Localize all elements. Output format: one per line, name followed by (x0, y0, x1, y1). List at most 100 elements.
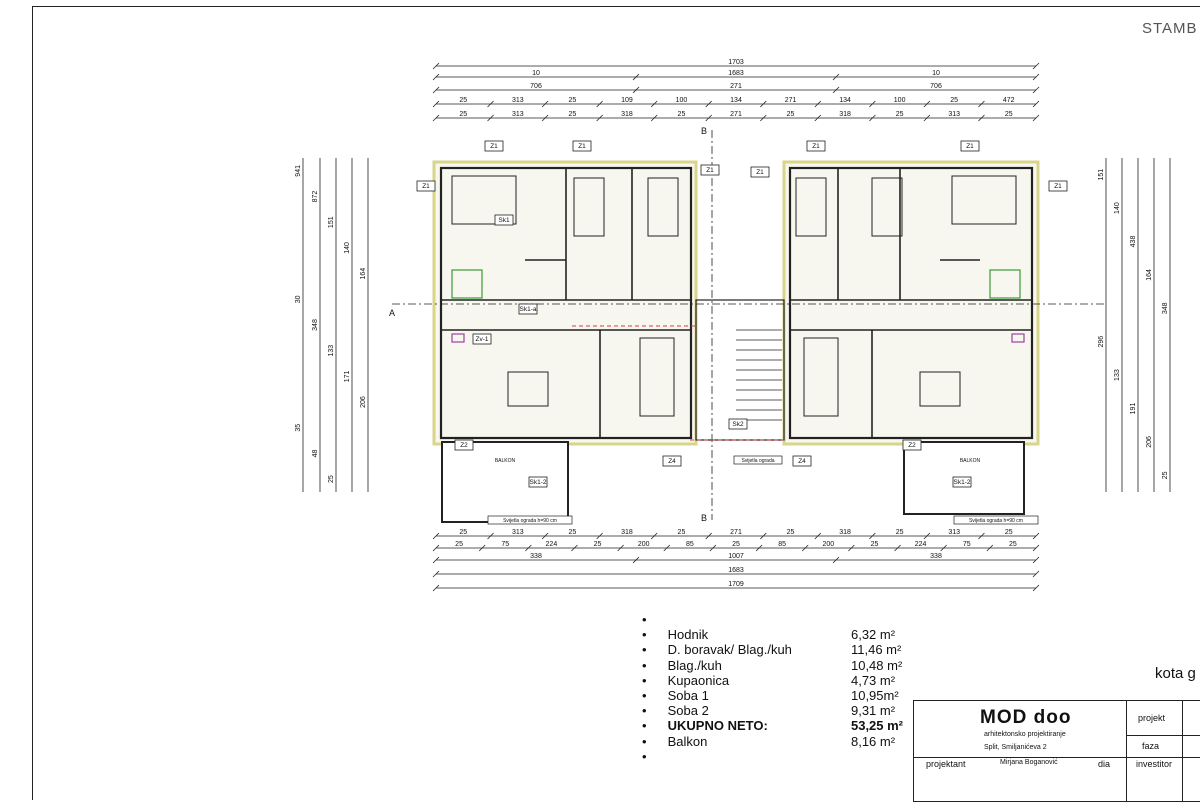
dimension-label: 25 (594, 541, 602, 548)
bed-furniture (795, 177, 827, 237)
window-tag-box (416, 180, 436, 192)
dimension-label: 706 (530, 83, 542, 90)
dimension-tick (978, 532, 985, 540)
dimension-tick (1032, 556, 1040, 564)
bullet-icon: • (642, 733, 647, 749)
dimension-tick (650, 100, 658, 108)
dining-table (919, 371, 961, 407)
area-name: Blag./kuh (667, 657, 722, 673)
dimension-tick (705, 114, 713, 122)
section-a-label: A (389, 308, 395, 318)
dimension-label: 338 (930, 553, 942, 560)
window-tag-label: Z1 (756, 169, 764, 176)
bullet-icon: • (642, 703, 647, 719)
dimension-tick (1032, 62, 1040, 70)
dimension-label: 1703 (728, 59, 744, 66)
dimension-label: 25 (678, 111, 686, 118)
window-tag-box (494, 214, 514, 226)
dimension-label: 25 (678, 529, 686, 536)
dimension-tick (541, 100, 549, 108)
dimension-tick (759, 532, 767, 540)
title-block-divider (1126, 701, 1127, 801)
faza-label: faza (1142, 741, 1160, 751)
area-name: D. boravak/ Blag./kuh (667, 642, 792, 658)
projektant-name: Mirjana Boganović (1000, 759, 1058, 766)
dimension-label: 25 (896, 111, 904, 118)
dimension-tick (869, 532, 876, 540)
company-address: Split, Smiljanićeva 2 (984, 744, 1047, 751)
window-tag-box (700, 164, 720, 176)
dimension-tick (1032, 532, 1040, 540)
dimension-label: 164 (360, 268, 367, 280)
dimension-tick (432, 532, 440, 540)
dimension-label: 75 (963, 541, 971, 548)
dimension-tick (663, 544, 671, 552)
bullet-icon: • (642, 612, 647, 627)
bullet-icon: • (642, 627, 647, 643)
dimension-tick (432, 62, 440, 70)
area-name: Kupaonica (667, 672, 730, 688)
dimension-tick (814, 532, 822, 540)
window-tag-box (960, 140, 980, 152)
dimension-label: 318 (839, 111, 851, 118)
dimension-label: 1709 (728, 581, 744, 588)
dimension-tick (832, 556, 840, 564)
sheet-border-left (32, 6, 33, 800)
window-tag-box (484, 140, 504, 152)
dimension-tick (923, 532, 931, 540)
window-tag-label: Z1 (706, 167, 714, 174)
dimension-tick (705, 532, 713, 540)
dimension-label: 438 (1130, 236, 1137, 248)
dimension-tick (596, 532, 603, 540)
dimension-label: 872 (312, 191, 319, 203)
dimension-label: 348 (1162, 302, 1169, 314)
dimension-label: 191 (1130, 403, 1137, 415)
dimension-tick (525, 544, 532, 552)
window-tag-box (528, 476, 548, 488)
area-value: 4,73 m² (850, 672, 896, 688)
balcony-room-label: BALKON (495, 458, 516, 464)
bed-furniture (647, 177, 679, 237)
dimension-tick (759, 100, 767, 108)
unit-right-walls (788, 166, 1034, 440)
dimension-tick (1032, 570, 1040, 578)
dimension-label: 224 (546, 541, 558, 548)
window-tag-label: Sk1-2 (530, 479, 547, 486)
title-block-divider (1182, 701, 1183, 801)
dimension-tick (478, 544, 486, 552)
dimension-tick (632, 556, 640, 564)
window-tag-box (572, 140, 592, 152)
window-tag-box (902, 439, 922, 451)
dimension-label: 30 (295, 295, 302, 303)
dimension-tick (571, 544, 578, 552)
window-tag-label: Z1 (966, 143, 974, 150)
area-name: Balkon (667, 733, 708, 749)
dimension-tick (832, 86, 840, 94)
window-tag-label: Z4 (798, 458, 806, 465)
dimension-tick (1032, 544, 1040, 552)
dimension-tick (801, 544, 809, 552)
bed-furniture (451, 175, 517, 225)
area-value: 53,25 m² (850, 718, 904, 734)
window-tag-box (792, 455, 812, 467)
window-tag-label: Z1 (578, 143, 586, 150)
dimension-label: 25 (1009, 541, 1017, 548)
purple-marker (1011, 333, 1025, 343)
unit-left-outline (432, 160, 698, 446)
dimension-label: 100 (894, 97, 906, 104)
dimension-label: 200 (638, 541, 650, 548)
dimension-tick (596, 100, 603, 108)
dimension-tick (869, 100, 876, 108)
investitor-label: investitor (1136, 759, 1173, 769)
window-tag-label: Z1 (422, 183, 430, 190)
window-tag-label: Z1 (1054, 183, 1062, 190)
dimension-tick (923, 114, 931, 122)
dimension-tick (814, 100, 822, 108)
dimension-tick (487, 532, 494, 540)
dimension-tick (487, 114, 494, 122)
dimension-tick (596, 114, 603, 122)
